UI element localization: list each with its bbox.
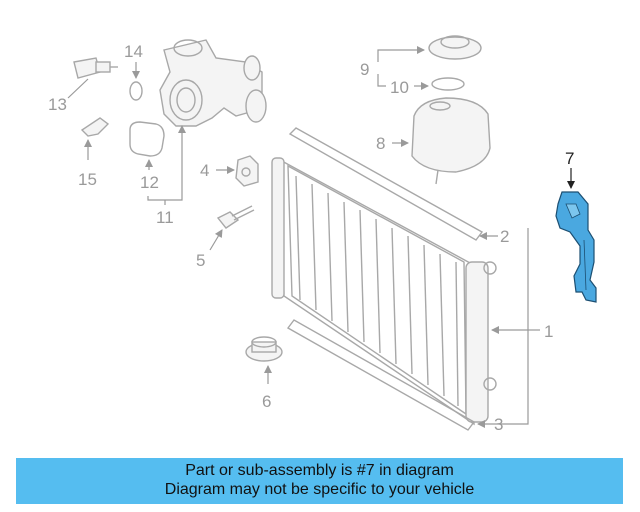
callout-14: 14 — [124, 42, 143, 61]
part-7-air-guide[interactable] — [555, 191, 597, 303]
callout-8: 8 — [376, 134, 385, 153]
part-6-mount-bushing[interactable] — [245, 336, 283, 362]
callout-9: 9 — [360, 60, 369, 79]
callout-4: 4 — [200, 161, 209, 180]
callout-2: 2 — [500, 227, 509, 246]
info-banner: Part or sub-assembly is #7 in diagram Di… — [16, 458, 623, 504]
part-5-bolt[interactable] — [216, 205, 255, 229]
callout-3: 3 — [494, 415, 503, 434]
leader-9 — [377, 46, 425, 62]
part-14-o-ring[interactable] — [129, 81, 143, 101]
callout-12: 12 — [140, 173, 159, 192]
part-11-coolant-flange[interactable] — [159, 39, 267, 127]
part-9-cap[interactable] — [428, 35, 482, 60]
part-8-expansion-tank[interactable] — [411, 97, 491, 185]
leader-1 — [491, 228, 529, 334]
part-13-temperature-sensor[interactable] — [73, 57, 118, 79]
callout-6: 6 — [262, 392, 271, 411]
part-15-clip[interactable] — [80, 117, 110, 137]
part-4-bracket[interactable] — [235, 155, 259, 187]
part-3-seal-strip-lower[interactable] — [286, 319, 476, 431]
part-12-gasket[interactable] — [129, 121, 165, 157]
callout-15: 15 — [78, 170, 97, 189]
leader-3 — [477, 330, 529, 428]
callout-5: 5 — [196, 251, 205, 270]
part-1-radiator[interactable] — [271, 157, 497, 426]
callout-7: 7 — [565, 149, 574, 168]
callout-10: 10 — [390, 78, 409, 97]
banner-line-1: Part or sub-assembly is #7 in diagram — [185, 462, 454, 479]
callout-1: 1 — [544, 322, 553, 341]
leader-9-lower — [377, 74, 386, 87]
banner-line-2: Diagram may not be specific to your vehi… — [164, 481, 475, 498]
parts-diagram: 13 14 15 12 11 4 5 9 10 — [48, 35, 597, 434]
part-10-seal[interactable] — [431, 77, 465, 91]
callout-11: 11 — [156, 208, 174, 227]
leader-13 — [67, 78, 89, 99]
leader-5 — [209, 229, 223, 251]
callout-13: 13 — [48, 95, 67, 114]
